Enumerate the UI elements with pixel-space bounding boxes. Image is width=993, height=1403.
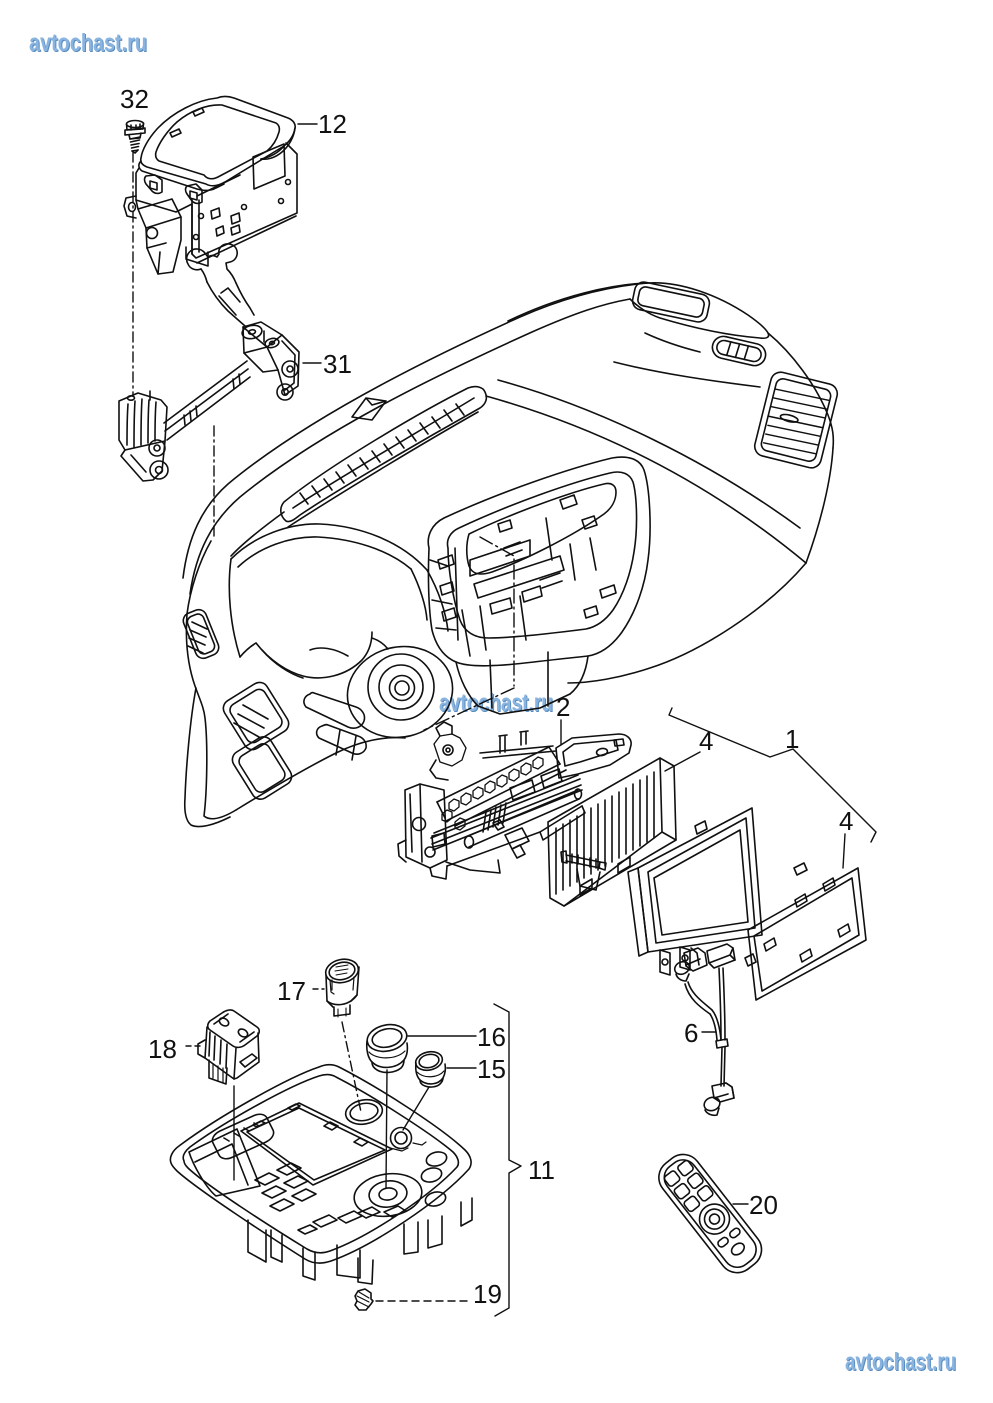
svg-text:15: 15: [477, 1054, 506, 1084]
svg-text:6: 6: [684, 1018, 698, 1048]
svg-text:4: 4: [839, 806, 853, 836]
svg-text:avtochast.ru: avtochast.ru: [30, 30, 148, 58]
svg-text:18: 18: [148, 1034, 177, 1064]
svg-text:17: 17: [277, 976, 306, 1006]
svg-text:32: 32: [120, 84, 149, 114]
svg-text:avtochast.ru: avtochast.ru: [846, 1349, 957, 1377]
svg-text:16: 16: [477, 1022, 506, 1052]
svg-text:1: 1: [785, 724, 799, 754]
svg-text:20: 20: [749, 1190, 778, 1220]
svg-text:11: 11: [528, 1155, 555, 1185]
svg-text:avtochast.ru: avtochast.ru: [845, 1348, 956, 1376]
svg-text:avtochast.ru: avtochast.ru: [29, 29, 147, 57]
svg-text:12: 12: [318, 109, 347, 139]
svg-text:4: 4: [699, 726, 713, 756]
svg-text:19: 19: [473, 1279, 502, 1309]
svg-text:31: 31: [323, 349, 352, 379]
